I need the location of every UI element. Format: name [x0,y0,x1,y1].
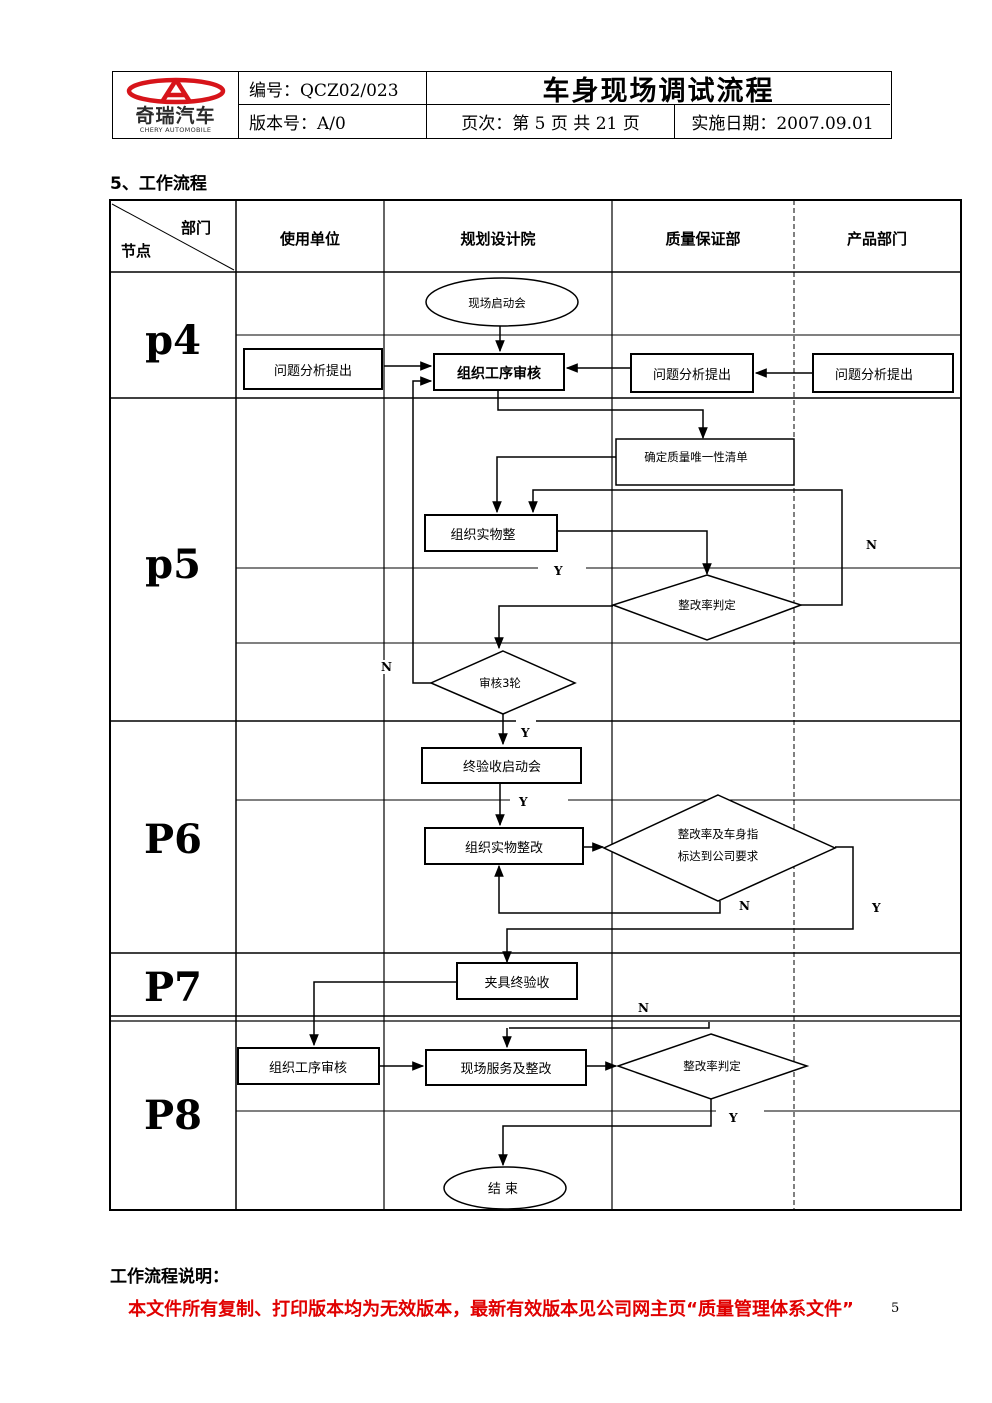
node-label-p5: p5 [145,541,201,588]
doc-version: 版本号：A/0 [239,105,427,138]
dept-header-planning: 规划设计院 [460,230,535,248]
rectify1-text: 组织实物整 [450,528,515,543]
onsite-box [425,1049,587,1086]
logo-text: 奇瑞汽车 [135,104,216,127]
final-accept-box [456,962,578,1000]
corner-dept-label: 部门 [181,219,211,237]
decision-review-text: 审核3轮 [479,676,521,690]
org-review-box [433,353,565,391]
issue-user-box [243,348,383,390]
effective-date: 实施日期：2007.09.01 [691,114,874,134]
node-label-p7: P7 [144,964,202,1011]
decision-target-diamond [602,794,837,902]
kickoff-text: 现场启动会 [468,296,526,310]
final-accept-text: 夹具终验收 [484,975,549,991]
decision-target-text-2: 标达到公司要求 [678,849,759,863]
decision-rate-diamond [610,574,804,641]
onsite-text: 现场服务及整改 [460,1061,551,1077]
page-info: 页次：第 5 页 共 21 页 [427,105,675,138]
rectify1-box [424,514,558,552]
copy-notice: 本文件所有复制、打印版本均为无效版本，最新有效版本见公司网主页“质量管理体系文件… [128,1299,854,1320]
page-number: 5 [891,1301,900,1316]
label-y-3: Y [518,795,528,809]
label-y-2: Y [520,726,530,740]
review-p8-text: 组织工序审核 [269,1061,347,1076]
label-n-3: N [739,899,750,913]
kickoff-terminator [425,277,579,327]
final-kickoff-text: 终验收启动会 [463,759,541,775]
chery-logo-icon [126,77,225,104]
label-n-4: N [638,1001,649,1015]
decision-rate-p8-text: 整改率判定 [683,1059,741,1073]
label-y-1: Y [553,564,563,578]
document-header: 奇瑞汽车 CHERY AUTOMOBILE 编号：QCZ02/023 版本号：A… [112,71,892,139]
org-review-text: 组织工序审核 [457,365,541,382]
issue-quality-box [630,353,754,393]
node-label-p8: P8 [144,1092,202,1139]
label-n-1: N [866,538,877,552]
p5-connectors [412,376,843,746]
label-n-2: N [381,660,392,674]
rectify2-box [424,827,584,865]
corner-node-label: 节点 [121,242,151,260]
quality-list-box [615,438,795,486]
logo-subtext: CHERY AUTOMOBILE [139,125,212,134]
node-label-p4: p4 [145,317,201,364]
label-y-5: Y [728,1111,738,1125]
p4-connectors [384,326,813,440]
end-terminator [443,1166,567,1210]
quality-list-text: 确定质量唯一性清单 [644,450,748,464]
node-label-p6: P6 [144,816,202,863]
issue-quality-text: 问题分析提出 [653,367,731,383]
p8-connectors [309,981,712,1167]
issue-product-text: 问题分析提出 [835,367,913,383]
decision-labels: Y N N Y Y N Y N Y [378,538,881,1125]
p6-connectors [494,783,854,964]
company-logo: 奇瑞汽车 CHERY AUTOMOBILE [113,72,239,138]
decision-target-text-1: 整改率及车身指 [678,827,759,841]
section-title: 5、工作流程 [110,174,207,194]
decision-rate-text: 整改率判定 [678,598,736,612]
dept-header-product: 产品部门 [847,230,907,248]
doc-title: 车身现场调试流程 [427,72,890,107]
dept-header-user: 使用单位 [279,230,340,248]
doc-code: 编号：QCZ02/023 [239,72,427,105]
description-title: 工作流程说明： [110,1267,229,1287]
end-text: 结 束 [488,1182,518,1197]
label-y-4: Y [871,901,881,915]
rectify2-text: 组织实物整改 [465,841,543,856]
final-kickoff-box [421,747,582,784]
issue-user-text: 问题分析提出 [274,363,352,379]
dept-header-quality: 质量保证部 [665,230,740,248]
